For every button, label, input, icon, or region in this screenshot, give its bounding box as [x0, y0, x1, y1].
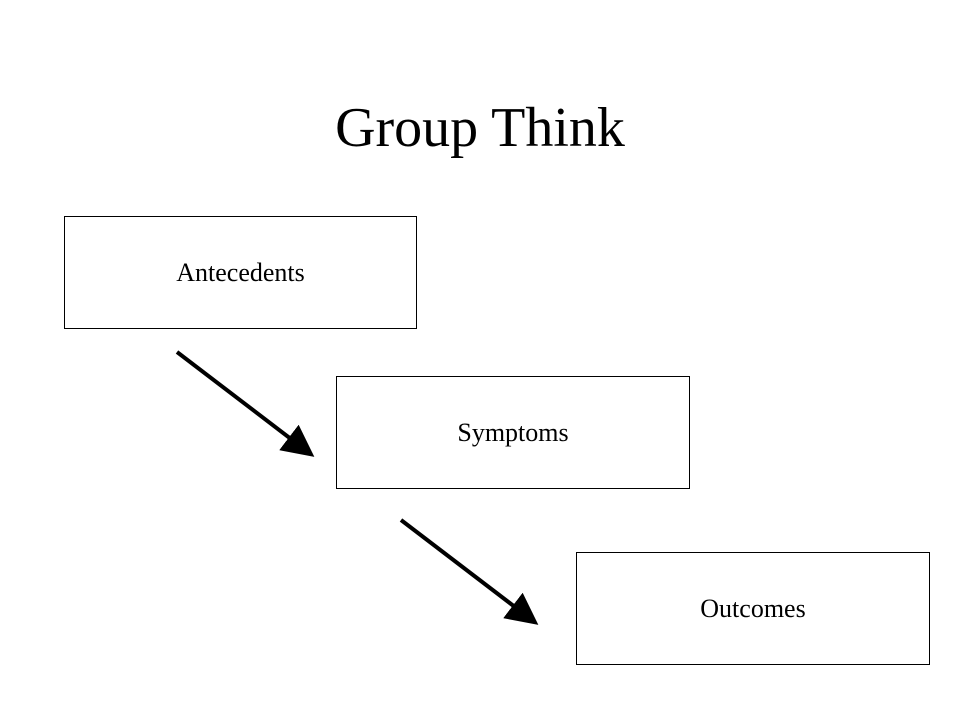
- arrow-symptoms-to-outcomes: [399, 518, 539, 625]
- node-outcomes: Outcomes: [576, 552, 930, 665]
- page-title: Group Think: [335, 97, 625, 159]
- node-antecedents: Antecedents: [64, 216, 417, 329]
- node-symptoms-label: Symptoms: [457, 417, 569, 447]
- arrow-antecedents-to-symptoms: [175, 350, 315, 457]
- node-symptoms: Symptoms: [336, 376, 690, 489]
- node-antecedents-label: Antecedents: [176, 257, 305, 287]
- node-outcomes-label: Outcomes: [700, 593, 806, 623]
